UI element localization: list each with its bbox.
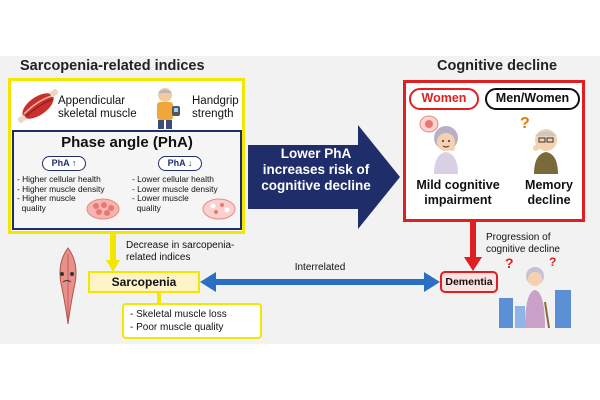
progression-arrow	[464, 221, 482, 271]
list-item: - Skeletal muscle loss	[130, 309, 227, 320]
cognitive-decline-title: Cognitive decline	[437, 58, 558, 74]
list-item: - Lower muscle	[132, 193, 189, 204]
muscle-icon	[17, 89, 59, 123]
phase-angle-title: Phase angle (PhA)	[61, 134, 193, 151]
handgrip-person-icon	[157, 88, 180, 129]
progression-label: Progression of cognitive decline	[486, 232, 560, 255]
list-item: quality	[17, 202, 46, 213]
risk-arrow-text: Lower PhA increases risk of cognitive de…	[261, 146, 371, 193]
decrease-arrow	[106, 234, 120, 272]
elderly-woman-icon	[419, 115, 458, 174]
interrelated-arrow	[200, 272, 440, 292]
women-badge: Women	[409, 88, 479, 110]
pha-low-list: - Lower cellular health - Lower muscle d…	[132, 174, 218, 213]
memory-decline-label: Memory decline	[525, 178, 573, 207]
appendicular-muscle-label: Appendicular skeletal muscle	[58, 95, 137, 120]
interrelated-label: Interrelated	[294, 262, 346, 273]
healthy-tissue-icon	[86, 198, 120, 220]
elderly-man-icon: ?	[520, 115, 558, 174]
list-item: - Lower muscle density	[132, 183, 218, 194]
svg-text:?: ?	[549, 255, 556, 269]
list-item: - Poor muscle quality	[130, 322, 224, 333]
risk-arrow	[248, 125, 400, 229]
pha-low-badge: PhA ↓	[158, 156, 202, 171]
handgrip-strength-label: Handgrip strength	[192, 95, 239, 120]
sarcopenia-details-box: - Skeletal muscle loss - Poor muscle qua…	[122, 303, 262, 339]
dementia-box: Dementia	[440, 271, 498, 293]
degraded-tissue-icon	[202, 198, 236, 220]
sarcopenia-box: Sarcopenia	[88, 271, 200, 293]
mild-cognitive-impairment-label: Mild cognitive impairment	[416, 178, 500, 207]
decrease-label: Decrease in sarcopenia- related indices	[126, 240, 235, 263]
pha-high-list: - Higher cellular health - Higher muscle…	[17, 174, 105, 213]
list-item: - Higher muscle density	[17, 183, 105, 194]
dementia-person-icon: ? ?	[499, 255, 571, 329]
men-women-badge: Men/Women	[485, 88, 580, 110]
svg-text:?: ?	[520, 115, 530, 132]
weak-muscle-icon	[59, 247, 77, 325]
sarcopenia-detail-connector	[157, 293, 161, 305]
list-item: - Lower cellular health	[132, 174, 214, 184]
list-item: - Higher cellular health	[17, 174, 101, 184]
list-item: quality	[132, 202, 161, 213]
svg-text:?: ?	[505, 255, 514, 271]
sarcopenia-indices-title: Sarcopenia-related indices	[20, 58, 205, 74]
phase-angle-box: Phase angle (PhA) PhA ↑ PhA ↓ - Higher c…	[12, 130, 242, 230]
pha-high-badge: PhA ↑	[42, 156, 86, 171]
list-item: - Higher muscle	[17, 193, 76, 204]
